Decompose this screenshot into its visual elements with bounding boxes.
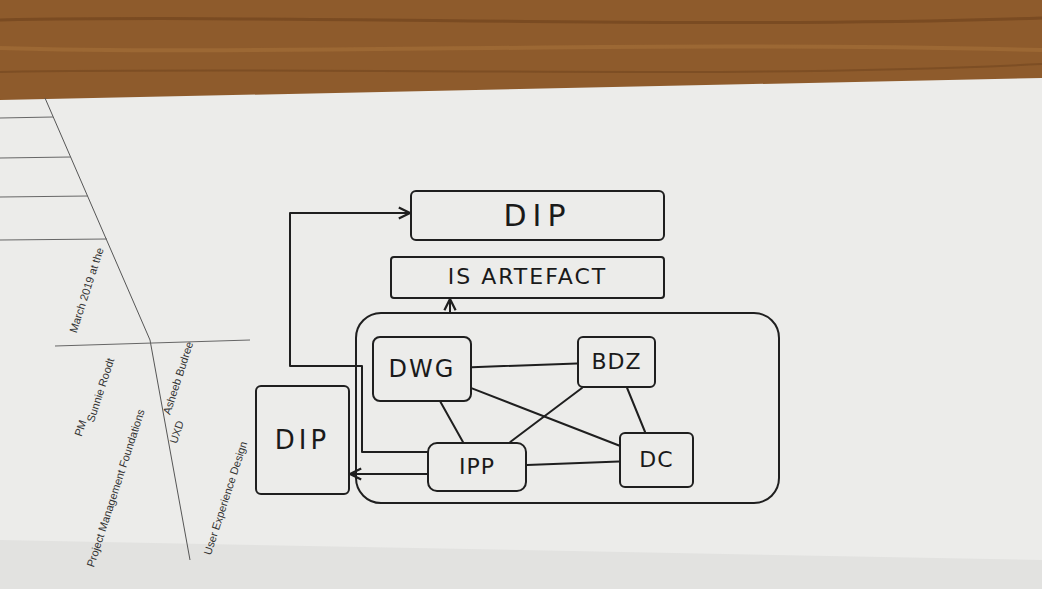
printed-text: PM — [71, 418, 88, 437]
table-rule — [0, 196, 88, 197]
connector — [627, 388, 645, 432]
printed-text: Project Management Foundations — [84, 408, 147, 569]
table-rule — [0, 239, 107, 240]
sketch-box: DIP — [255, 385, 350, 495]
wood-grain — [0, 47, 1042, 51]
connector — [441, 402, 463, 442]
connector — [472, 388, 619, 445]
connector — [350, 473, 427, 475]
table-rule — [55, 340, 250, 346]
connector — [449, 299, 451, 312]
sketch-box: IPP — [427, 442, 527, 492]
connector — [527, 461, 619, 465]
box-label: IPP — [459, 455, 495, 479]
sketch-box: DIP — [410, 190, 665, 241]
paper-sheet — [0, 78, 1042, 589]
printed-text: March 2019 at the — [66, 246, 105, 334]
box-label: DIP — [275, 426, 330, 455]
printed-text: Sunnie Roodt — [84, 356, 116, 423]
table-border — [45, 98, 150, 340]
connector — [472, 363, 577, 367]
group-outline: DWG BDZ IPP DC — [355, 312, 780, 504]
wood-grain — [0, 64, 1042, 72]
printed-text: User Experience Design — [201, 440, 249, 557]
printed-text: Asheeb Budree — [160, 340, 195, 416]
table-rule — [0, 117, 53, 118]
sketch-box: DC — [619, 432, 694, 488]
paper-shadow — [0, 540, 1042, 589]
box-label: DC — [639, 448, 673, 472]
sketch-box: DWG — [372, 336, 472, 402]
connector — [510, 388, 582, 442]
sketch-box: BDZ — [577, 336, 656, 388]
box-label: BDZ — [591, 350, 641, 374]
box-label: DIP — [503, 199, 571, 232]
box-label: DWG — [389, 356, 456, 382]
box-label: IS ARTEFACT — [448, 265, 608, 289]
printed-text: UXD — [167, 419, 186, 445]
wood-grain — [0, 18, 1042, 23]
sketch-box: IS ARTEFACT — [390, 256, 665, 299]
connector — [290, 213, 427, 452]
table-rule — [0, 157, 71, 158]
